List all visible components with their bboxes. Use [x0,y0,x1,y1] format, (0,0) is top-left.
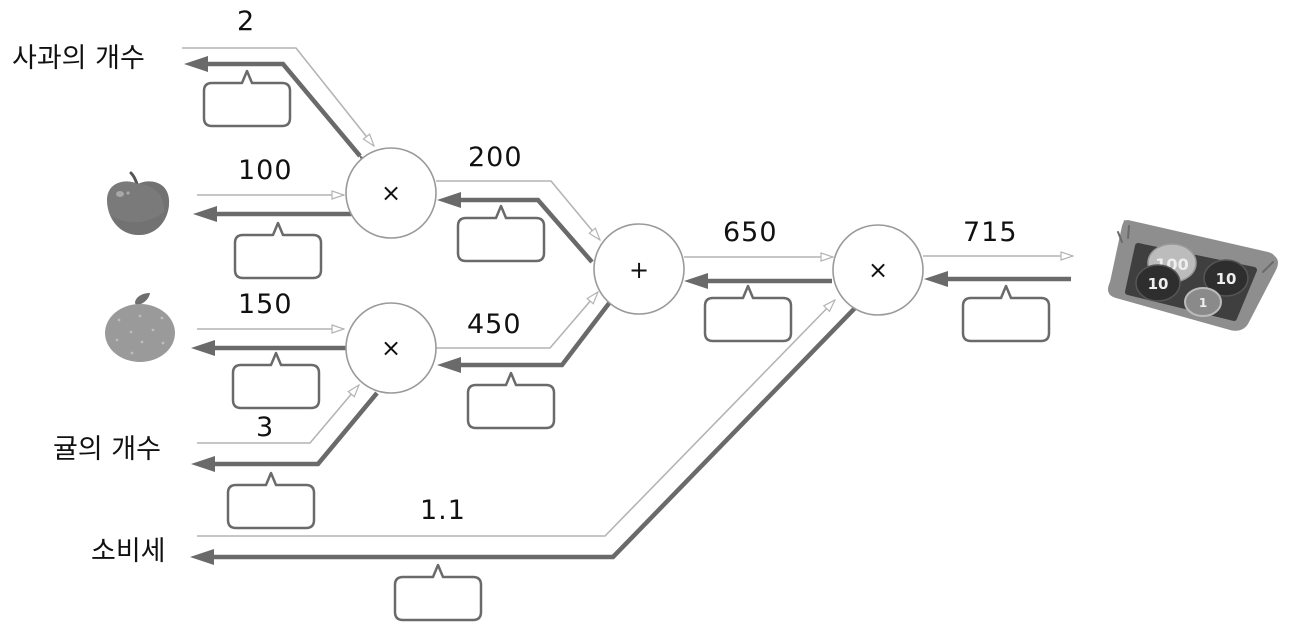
forward-edge-tax [197,300,835,537]
arrowhead-orange-total [437,357,461,373]
backward-edge-orange-total [455,300,612,368]
gradient-box-shape [233,221,323,280]
forward-edges [182,47,1073,537]
coin-tray-icon: 100 10 10 1 [1108,220,1278,331]
tax-label: 소비세 [91,536,166,567]
gradient-box-shape [456,204,546,263]
arrowhead-apple-total [437,192,461,208]
forward-edge-apple-total [436,180,600,240]
gradient-box-shape [466,371,556,430]
apple-count-value: 2 [237,6,256,37]
arrowhead-tax [190,549,214,565]
arrowhead-apple-price [193,206,217,222]
apple-icon [107,171,170,235]
forward-edge-orange-count [197,385,359,444]
coin-10-left: 10 [1135,264,1181,302]
backward-edge-apple-count [204,61,379,176]
gradient-box-shape [393,563,483,622]
node-add: + [593,223,685,315]
gradient-box-shape [961,284,1051,343]
node-mul-tax: × [832,224,924,316]
node-op-label: × [381,334,401,362]
node-op-label: × [381,179,401,207]
orange-count-value: 3 [256,412,275,443]
apple-price-value: 100 [238,155,293,186]
forward-edge-orange-total [436,292,598,349]
gradient-box-apple-total[interactable] [456,204,546,263]
orange-count-label: 귤의 개수 [53,434,161,465]
coin-1: 1 [1184,287,1222,317]
gradient-box-shape [202,69,292,128]
gradient-box-shape [703,284,793,343]
gradient-box-shape [226,471,316,530]
node-mul-orange: × [345,302,437,394]
node-op-label: × [868,256,888,284]
tax-value: 1.1 [420,495,466,526]
arrowhead-apple-count [184,56,208,72]
backward-edges [204,61,1071,560]
final-value: 715 [963,217,1018,248]
backward-arrowheads [184,56,948,565]
arrowhead-sum [684,273,708,289]
node-mul-apple: × [345,147,437,239]
apple-total-value: 200 [468,142,523,173]
gradient-box-sum[interactable] [703,284,793,343]
orange-price-value: 150 [238,289,293,320]
gradient-box-apple-count[interactable] [202,69,292,128]
orange-icon [105,293,175,362]
arrowhead-final [924,271,948,287]
gradient-box-final[interactable] [961,284,1051,343]
arrowhead-orange-price [191,340,215,356]
gradient-box-orange-count[interactable] [226,471,316,530]
gradient-box-apple-price[interactable] [233,221,323,280]
arrowhead-orange-count [191,456,215,472]
gradient-box-orange-total[interactable] [466,371,556,430]
gradient-box-tax[interactable] [393,563,483,622]
backward-edge-apple-total [455,197,594,264]
backward-edge-tax [210,306,857,560]
sum-value: 650 [723,217,778,248]
node-op-label: + [629,256,649,284]
svg-text:1: 1 [1199,296,1207,310]
orange-total-value: 450 [467,309,522,340]
apple-count-label: 사과의 개수 [12,43,145,74]
coin-10-right: 10 [1203,259,1249,297]
forward-edge-apple-count [182,47,374,146]
gradient-box-orange-price[interactable] [231,351,321,410]
backward-edge-orange-count [210,391,379,467]
svg-text:10: 10 [1148,275,1169,293]
svg-text:10: 10 [1216,270,1237,288]
gradient-box-shape [231,351,321,410]
gradient-boxes [202,69,1051,622]
